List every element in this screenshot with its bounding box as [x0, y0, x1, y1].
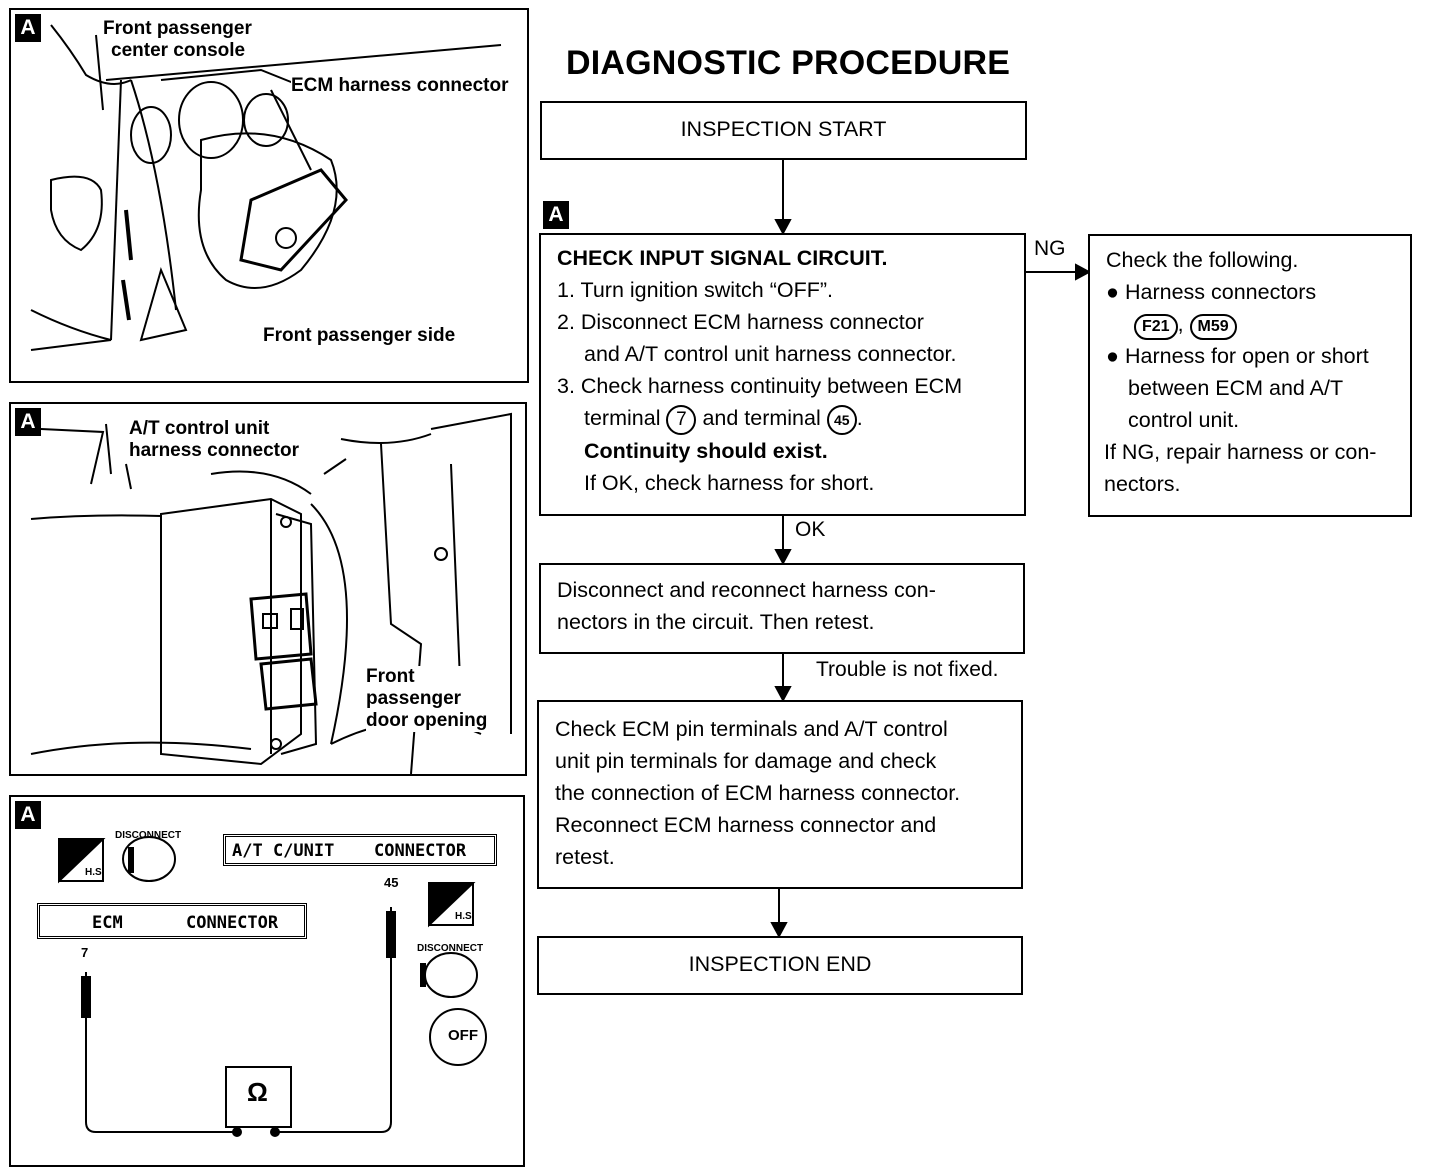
label-center-console: Front passenger center console	[103, 18, 252, 62]
at-unit-drawing	[30, 412, 512, 774]
ng-label: NG	[1034, 237, 1066, 260]
pins-line4: Reconnect ECM harness connector and	[555, 813, 937, 837]
check-step-tag: A	[543, 201, 569, 229]
panel-console-illustration: A Front passenger center console ECM har…	[9, 8, 529, 383]
reconnect-line1: Disconnect and reconnect harness con-	[557, 578, 936, 602]
page-title: DIAGNOSTIC PROCEDURE	[566, 44, 1011, 82]
terminal-45: 45	[826, 405, 857, 435]
check-if-ok: If OK, check harness for short.	[584, 471, 875, 495]
pins-line3: the connection of ECM harness connector.	[555, 781, 961, 805]
pins-line2: unit pin terminals for damage and check	[555, 749, 937, 773]
ng-bullet1: ● Harness connectors	[1106, 280, 1317, 304]
panel-tag: A	[15, 408, 41, 436]
panel-tag: A	[15, 14, 41, 42]
ignition-off-icon: OFF	[448, 1027, 478, 1044]
label-door-opening: Front passenger door opening	[366, 666, 488, 732]
pin-45-label: 45	[384, 875, 399, 890]
pins-line5: retest.	[555, 845, 615, 869]
hs-label: H.S.	[455, 911, 475, 922]
inspection-end-box: INSPECTION END	[537, 936, 1023, 995]
ok-label: OK	[795, 518, 826, 541]
ng-bullet2c: control unit.	[1128, 408, 1240, 432]
connector-m59: M59	[1189, 314, 1237, 340]
hs-label: H.S.	[85, 867, 105, 878]
connector-f21: F21	[1134, 314, 1178, 340]
disconnect-label: DISCONNECT	[417, 943, 484, 954]
ng-connectors: F21, M59	[1106, 308, 1410, 340]
console-drawing	[30, 24, 502, 351]
panel-tag: A	[15, 801, 41, 829]
check-step-3a: 3. Check harness continuity between ECM	[557, 374, 963, 398]
pins-line1: Check ECM pin terminals and A/T control	[555, 717, 948, 741]
check-step-3b: terminal 7 and terminal 45.	[557, 402, 1024, 435]
ng-bullet2b: between ECM and A/T	[1128, 376, 1344, 400]
pin-7-label: 7	[81, 945, 89, 960]
ng-repair2: nectors.	[1104, 472, 1181, 496]
ng-line1: Check the following.	[1106, 248, 1299, 272]
disconnect-label: DISCONNECT	[115, 830, 182, 841]
label-ecm-harness-connector: ECM harness connector	[291, 75, 509, 97]
ng-repair1: If NG, repair harness or con-	[1104, 440, 1377, 464]
trouble-not-fixed-label: Trouble is not fixed.	[816, 658, 999, 681]
check-input-signal-box: CHECK INPUT SIGNAL CIRCUIT. 1. Turn igni…	[539, 233, 1026, 516]
check-pin-terminals-box: Check ECM pin terminals and A/T control …	[537, 700, 1023, 889]
reconnect-box: Disconnect and reconnect harness con- ne…	[539, 563, 1025, 654]
ng-check-following-box: Check the following. ● Harness connector…	[1088, 234, 1412, 517]
label-front-passenger-side: Front passenger side	[263, 325, 456, 346]
check-heading: CHECK INPUT SIGNAL CIRCUIT.	[557, 246, 888, 270]
check-step-2b: and A/T control unit harness connector.	[584, 342, 957, 366]
ng-bullet2: ● Harness for open or short	[1106, 344, 1369, 368]
check-step-1: 1. Turn ignition switch “OFF”.	[557, 278, 833, 302]
check-continuity-exist: Continuity should exist.	[584, 439, 828, 463]
circuit-drawing	[58, 836, 487, 1137]
panel-at-control-unit-illustration: A A/T control unit harness	[9, 402, 527, 776]
at-control-unit-connector: A/T C/UNIT CONNECTOR	[223, 834, 497, 866]
check-step-2a: 2. Disconnect ECM harness connector	[557, 310, 924, 334]
inspection-start-box: INSPECTION START	[540, 101, 1027, 160]
panel-continuity-test-diagram: A A/T C/UNIT CONNECTOR ECM CONNECTOR 45 …	[9, 795, 525, 1167]
terminal-7: 7	[666, 405, 697, 435]
ohmmeter-icon: Ω	[247, 1077, 268, 1107]
ecm-connector: ECM CONNECTOR	[37, 903, 307, 939]
label-at-control-unit-connector: A/T control unit harness connector	[129, 418, 299, 462]
reconnect-line2: nectors in the circuit. Then retest.	[557, 610, 875, 634]
